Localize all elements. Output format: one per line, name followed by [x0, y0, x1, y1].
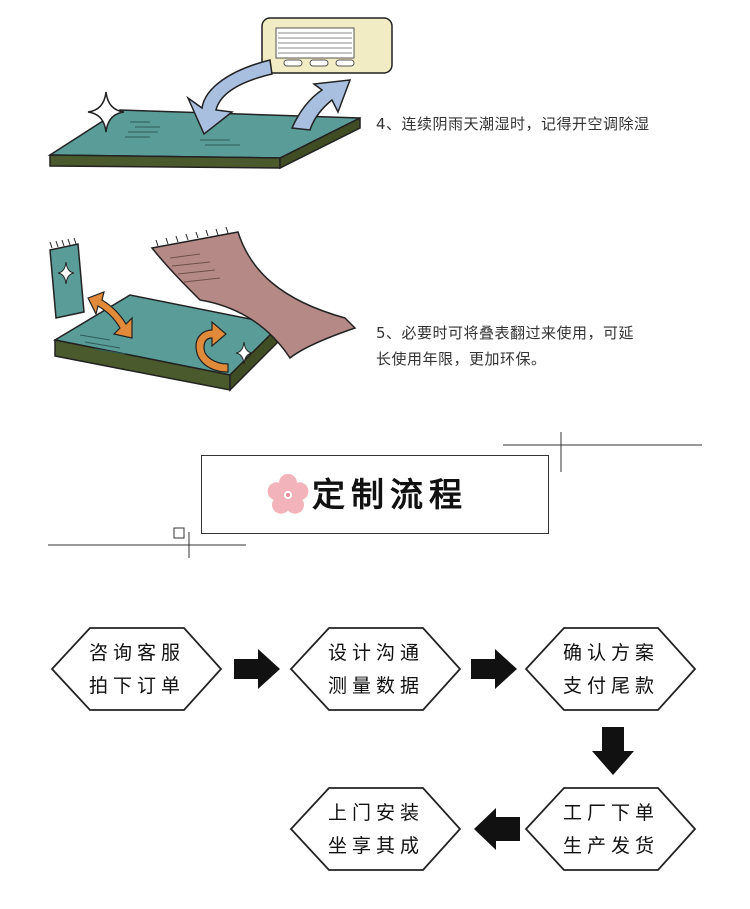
- tip-4-text: 4、连续阴雨天潮湿时，记得开空调除湿: [376, 115, 650, 133]
- step-1-label-line1: 咨询客服: [88, 642, 185, 664]
- tip-5-line2: 长使用年限，更加环保。: [376, 350, 547, 368]
- step-box-2: [289, 627, 462, 711]
- arrow-down: [592, 727, 634, 775]
- small-rug: [49, 243, 85, 319]
- step-box-1: [50, 627, 223, 711]
- tip-5-line1: 5、必要时可将叠表翻过来使用，可延: [376, 324, 635, 342]
- arrow-right-1: [234, 649, 280, 689]
- mat-edge-side-1: [279, 116, 361, 170]
- step-5-label-line1: 上门安装: [327, 802, 424, 824]
- step-4-label-line2: 生产发货: [562, 835, 659, 857]
- step-4-label-line1: 工厂下单: [562, 802, 659, 824]
- flipping-cover: [150, 231, 357, 360]
- step-3-label-line1: 确认方案: [562, 642, 659, 664]
- airflow-up-arrow: [290, 79, 352, 131]
- section-title-box: [201, 455, 549, 534]
- step-3-label-line2: 支付尾款: [562, 675, 659, 697]
- step-1-label-line2: 拍下订单: [88, 675, 185, 697]
- section-title: 定制流程: [312, 475, 468, 514]
- step-box-3: [524, 627, 697, 711]
- sparkle-icon: [87, 91, 125, 133]
- step-2-label-line1: 设计沟通: [327, 642, 424, 664]
- turn-arrow-lower: [195, 320, 229, 373]
- arrow-left: [474, 808, 520, 850]
- turn-arrow-upper: [87, 291, 133, 339]
- airflow-down-arrow: [186, 59, 273, 136]
- step-box-4: [524, 787, 697, 871]
- step-5-label-line2: 坐享其成: [327, 835, 424, 857]
- step-2-label-line2: 测量数据: [327, 675, 424, 697]
- step-box-5: [289, 787, 462, 871]
- arrow-right-2: [471, 649, 517, 689]
